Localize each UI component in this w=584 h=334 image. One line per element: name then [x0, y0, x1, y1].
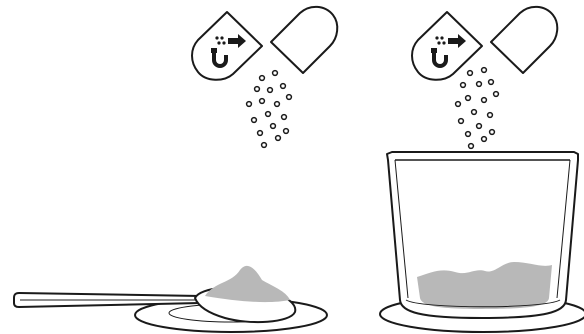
capsule-half-plain	[491, 7, 557, 73]
capsule-half-logo	[412, 12, 482, 80]
capsule-half-logo	[192, 12, 262, 80]
capsule-half-plain	[271, 7, 337, 73]
capsule-left	[192, 7, 337, 80]
granules-icon	[456, 68, 499, 149]
spoon-scene	[14, 7, 337, 332]
powder-icon	[205, 266, 290, 302]
cup-icon	[387, 152, 578, 318]
cup-scene	[380, 7, 584, 332]
granules-icon	[247, 71, 292, 148]
